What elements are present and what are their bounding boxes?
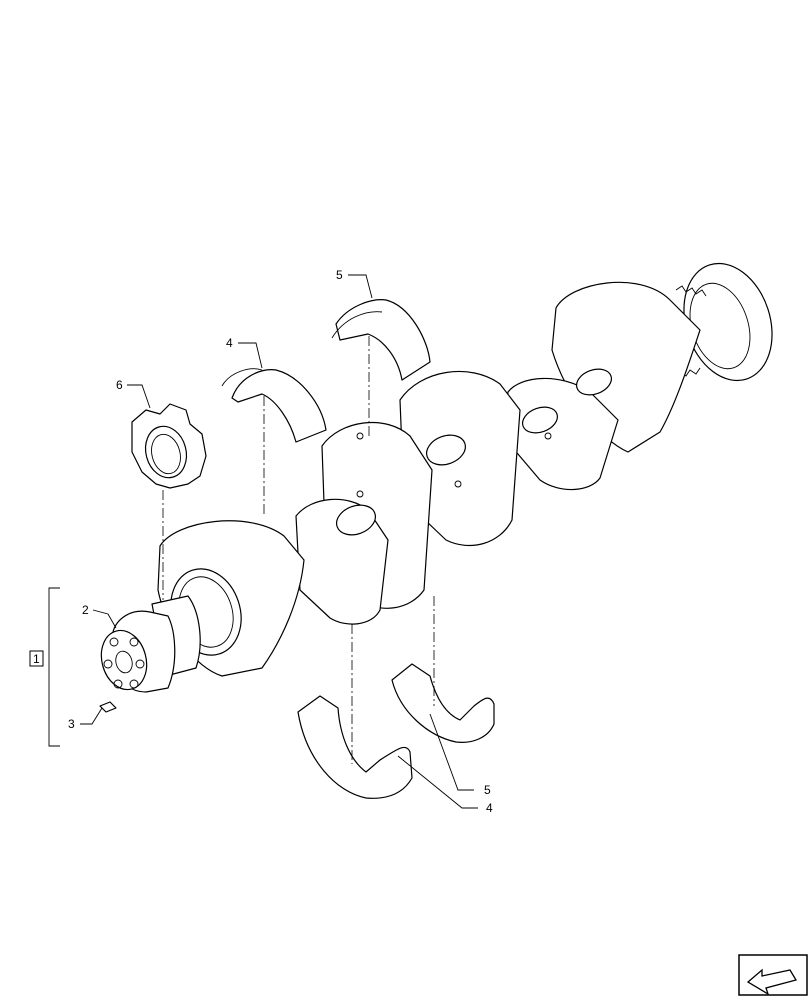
callout-4-lower: 4 (486, 801, 493, 815)
callout-5-upper: 5 (336, 268, 343, 282)
lower-main-bearing-shell-5 (391, 663, 495, 743)
callout-2: 2 (82, 603, 89, 617)
upper-main-bearing-shell-4 (231, 369, 327, 443)
alignment-lines (162, 336, 435, 764)
callout-4-upper: 4 (226, 336, 233, 350)
callout-3: 3 (68, 717, 75, 731)
crank-pin-3 (521, 406, 559, 434)
previous-page-arrow-icon[interactable] (738, 954, 808, 998)
main-journal-2 (336, 504, 376, 536)
front-gear-hub (100, 610, 176, 693)
lower-main-bearing-shell-4 (297, 695, 413, 799)
castellated-nut (131, 403, 207, 489)
main-journal-3 (426, 434, 466, 466)
main-journal-4 (575, 368, 613, 396)
dowel-pin (99, 701, 117, 713)
crank-web-5 (505, 377, 619, 491)
assembly-reference-box: 1 (29, 650, 44, 667)
callout-5-lower: 5 (484, 783, 491, 797)
callout-leaders (48, 274, 478, 809)
callout-1: 1 (33, 652, 40, 666)
crankshaft (151, 262, 773, 677)
upper-main-bearing-shell-5 (335, 299, 431, 381)
callout-6: 6 (116, 378, 123, 392)
